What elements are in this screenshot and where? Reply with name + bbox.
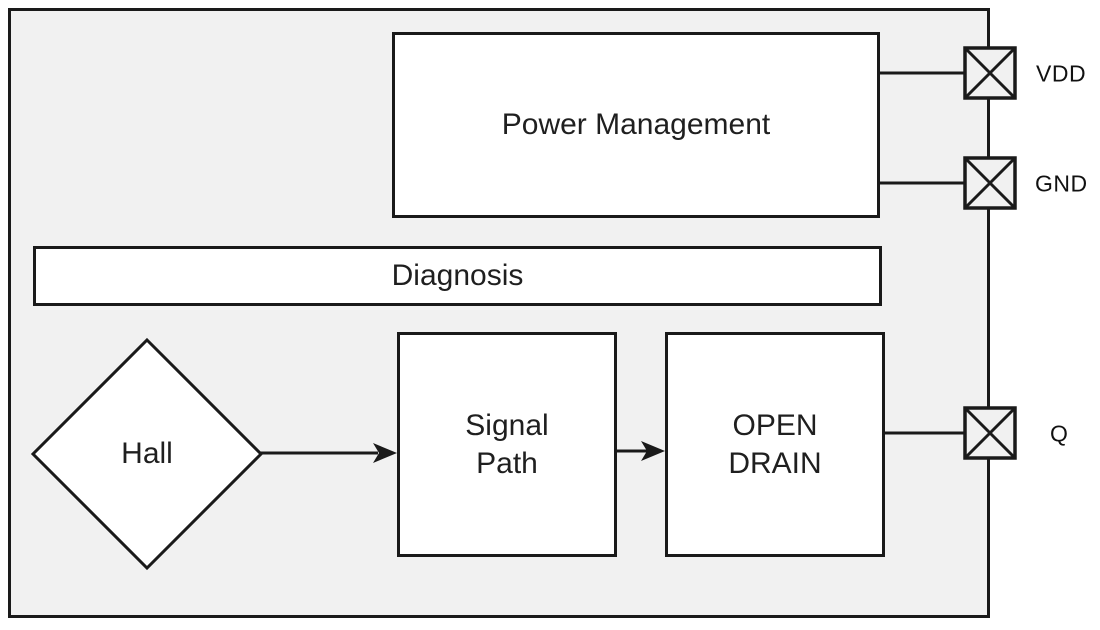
pin-label-gnd: GND: [1035, 170, 1088, 197]
block-open-drain: OPEN DRAIN: [665, 332, 885, 557]
block-signal-path-label-line1: Signal: [465, 408, 549, 442]
block-power-management-label: Power Management: [501, 108, 771, 141]
block-open-drain-label-line2: DRAIN: [728, 446, 822, 480]
pin-label-vdd: VDD: [1036, 60, 1087, 87]
pin-symbol-q-icon: [963, 406, 1017, 460]
block-signal-path-label-line2: Path: [476, 446, 538, 480]
arrow-signalpath-to-opendrain-head: [641, 441, 665, 461]
block-open-drain-label-line1: OPEN: [732, 408, 818, 442]
hall-diamond-shape: [30, 337, 264, 571]
pin-label-q: Q: [1050, 420, 1069, 447]
hall-diamond-label: Hall: [121, 437, 173, 470]
block-diagnosis-label: Diagnosis: [391, 259, 524, 292]
block-diagnosis: Diagnosis: [33, 246, 882, 306]
arrow-hall-to-signalpath-head: [373, 443, 397, 463]
pin-symbol-vdd-icon: [963, 46, 1017, 100]
block-signal-path: Signal Path: [397, 332, 617, 557]
block-power-management: Power Management: [392, 32, 880, 218]
pin-symbol-gnd-icon: [963, 156, 1017, 210]
